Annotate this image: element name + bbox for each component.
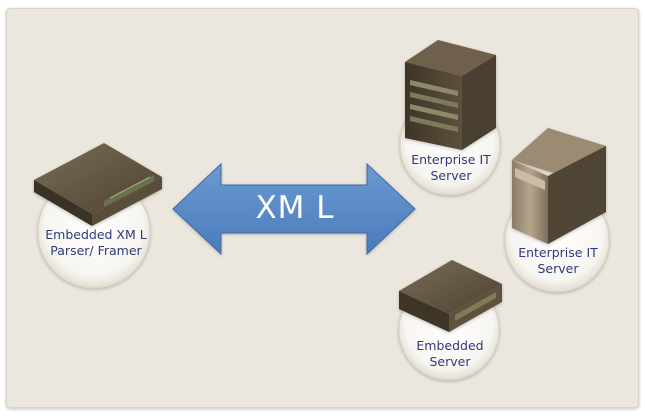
tower-server-icon bbox=[512, 128, 606, 244]
xml-arrow-label: XM L bbox=[255, 190, 335, 226]
embedded-device-icon bbox=[34, 143, 162, 226]
rack-server-icon bbox=[405, 40, 496, 150]
embedded-server-label: Embedded Server bbox=[416, 338, 484, 369]
parser-node-label: Embedded XM L Parser/ Framer bbox=[45, 227, 147, 258]
embedded-server-icon bbox=[399, 260, 502, 332]
enterprise-server-1-label: Enterprise IT Server bbox=[411, 152, 491, 183]
enterprise-server-2-label: Enterprise IT Server bbox=[518, 245, 598, 276]
bidirectional-arrow bbox=[172, 162, 416, 256]
